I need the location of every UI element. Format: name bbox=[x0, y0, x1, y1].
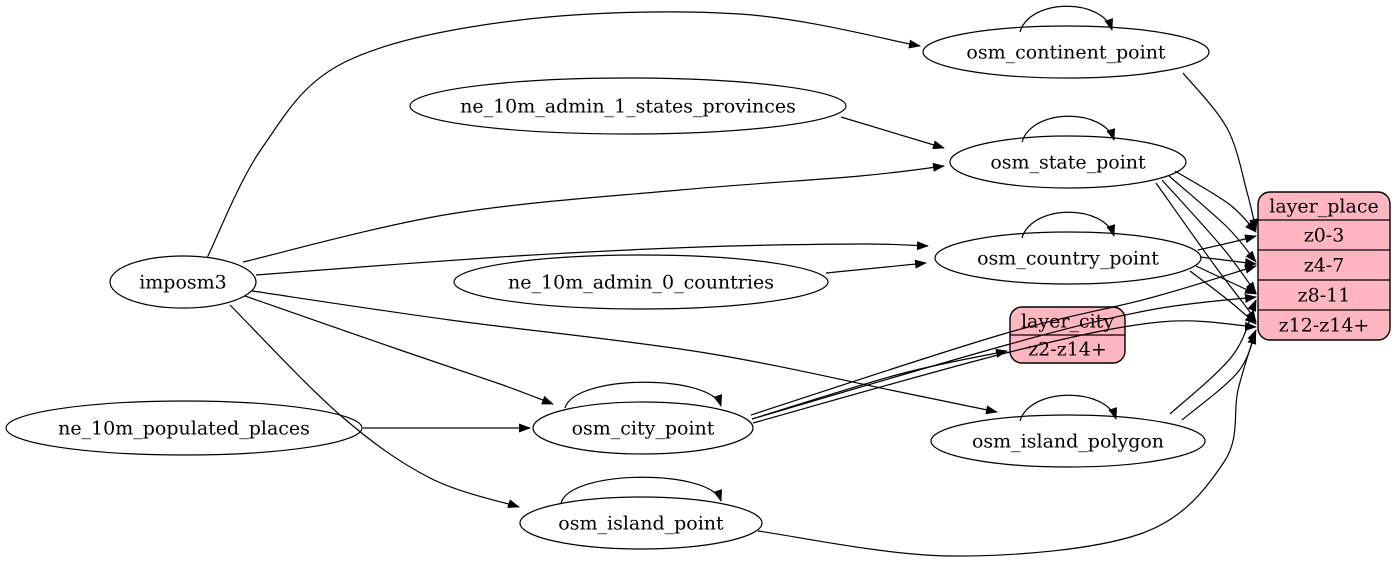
node-label-osm_state_point: osm_state_point bbox=[990, 151, 1146, 173]
edge-imposm3-osm_country_point bbox=[255, 241, 929, 276]
edge-imposm3-osm_state_point bbox=[242, 162, 945, 263]
node-label-osm_continent_point: osm_continent_point bbox=[966, 41, 1166, 63]
record-row-layer_place-z4-7: z4-7 bbox=[1304, 254, 1345, 276]
nodes-layer: imposm3 ne_10m_admin_1_states_provincesne… bbox=[5, 25, 1391, 550]
self-loop-osm_state_point bbox=[1021, 115, 1115, 143]
node-label-osm_city_point: osm_city_point bbox=[572, 417, 715, 439]
record-row-layer_place-z12-z14+: z12-z14+ bbox=[1279, 314, 1370, 336]
edge-osm_island_polygon-layer_place-z8-11 bbox=[1169, 299, 1257, 415]
edge-imposm3-osm_city_point bbox=[244, 295, 554, 405]
edge-osm_city_point-layer_place-z4-7 bbox=[750, 264, 1257, 416]
record-title-layer_city: layer_city bbox=[1021, 310, 1114, 332]
node-osm_country_point bbox=[934, 231, 1202, 285]
edge-osm_continent_point-layer_place-z0-3 bbox=[1182, 72, 1258, 231]
edge-osm_city_point-layer_place-z8-11 bbox=[751, 293, 1257, 420]
node-label-ne_10m_admin_0_countries: ne_10m_admin_0_countries bbox=[508, 271, 774, 293]
edge-ne_10m_admin_0_countries-osm_country_point bbox=[825, 259, 927, 274]
edge-osm_country_point-layer_place-z8-11 bbox=[1195, 265, 1257, 295]
node-ne_10m_admin_1_states_provinces bbox=[409, 77, 847, 135]
edge-ne_10m_admin_1_states_provinces-osm_state_point bbox=[840, 116, 945, 150]
record-row-layer_city-z2-z14+: z2-z14+ bbox=[1028, 338, 1107, 360]
node-osm_continent_point bbox=[922, 25, 1210, 79]
edge-osm_island_polygon-layer_place-z12-z14 bbox=[1181, 329, 1257, 421]
self-loop-osm_island_point bbox=[560, 476, 722, 504]
self-loop-osm_city_point bbox=[564, 381, 722, 409]
node-label-ne_10m_populated_places: ne_10m_populated_places bbox=[58, 417, 310, 439]
edge-osm_country_point-layer_place-z0-3 bbox=[1197, 234, 1257, 251]
edge-osm_country_point-layer_place-z4-7 bbox=[1199, 256, 1257, 268]
record-row-layer_place-z0-3: z0-3 bbox=[1304, 224, 1345, 246]
self-loop-osm_country_point bbox=[1021, 211, 1115, 239]
edge-osm_island_point-layer_place-z12-z14 bbox=[757, 332, 1257, 557]
edges-layer bbox=[206, 5, 1258, 557]
edge-osm_state_point-layer_place-z4-7 bbox=[1168, 175, 1257, 263]
edge-osm_state_point-layer_place-z8-11 bbox=[1161, 179, 1257, 294]
self-loop-osm_continent_point bbox=[1019, 5, 1113, 33]
node-label-osm_island_polygon: osm_island_polygon bbox=[972, 430, 1164, 452]
edge-osm_state_point-layer_place-z0-3 bbox=[1174, 170, 1257, 233]
node-osm_island_polygon bbox=[930, 414, 1206, 468]
record-row-layer_place-z8-11: z8-11 bbox=[1298, 284, 1351, 306]
self-loop-osm_island_polygon bbox=[1019, 394, 1117, 422]
edge-imposm3-osm_island_polygon bbox=[251, 290, 998, 415]
edge-osm_city_point-layer_city-z2-z14 bbox=[751, 348, 1008, 420]
node-label-osm_country_point: osm_country_point bbox=[977, 247, 1159, 269]
node-osm_island_point bbox=[519, 496, 763, 550]
node-label-osm_island_point: osm_island_point bbox=[558, 512, 724, 534]
edge-osm_city_point-layer_place-z12-z14 bbox=[752, 320, 1257, 424]
node-osm_city_point bbox=[532, 401, 754, 455]
node-label-imposm3: imposm3 bbox=[139, 271, 227, 293]
node-label-ne_10m_admin_1_states_provinces: ne_10m_admin_1_states_provinces bbox=[460, 95, 796, 117]
node-osm_state_point bbox=[949, 135, 1187, 189]
node-layer_place bbox=[1257, 191, 1391, 341]
record-title-layer_place: layer_place bbox=[1269, 195, 1378, 217]
edge-imposm3-osm_island_point bbox=[229, 304, 520, 508]
node-ne_10m_admin_0_countries bbox=[453, 254, 829, 310]
node-imposm3 bbox=[109, 255, 257, 309]
node-ne_10m_populated_places bbox=[5, 400, 363, 456]
edge-imposm3-osm_continent_point bbox=[206, 11, 921, 259]
